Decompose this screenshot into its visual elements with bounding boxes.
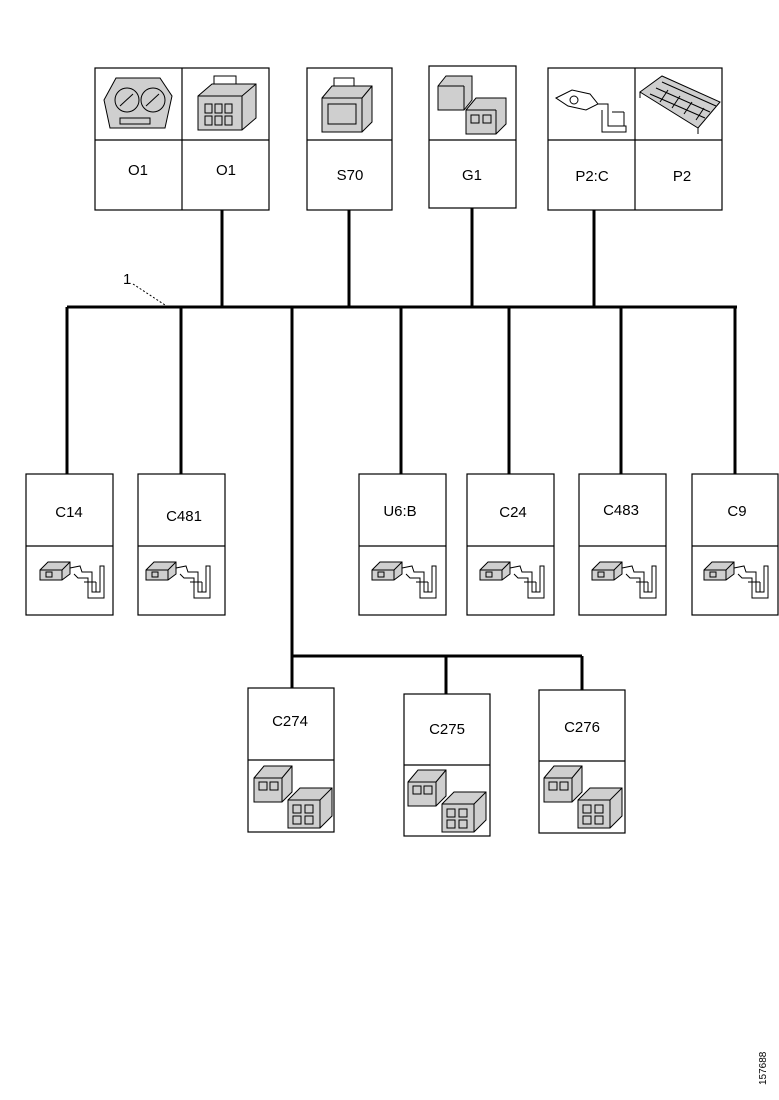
label-p2c: P2:C [575,168,609,185]
label-c275: C275 [429,721,465,738]
label-c274: C274 [272,713,308,730]
reference-number: 157688 [758,1051,769,1085]
label-o1-b: O1 [216,162,236,179]
component-c275: C275 [403,693,491,837]
component-o1-group: O1 O1 [94,67,270,211]
label-p2: P2 [673,168,691,185]
callout-leader [132,283,166,306]
callout-1: 1 [123,271,166,306]
panel-module-icon [639,75,721,134]
label-g1: G1 [462,167,482,184]
component-c274: C274 [247,687,335,833]
component-c481: C481 [137,473,226,616]
cluster-gauge-icon [103,77,173,129]
label-c9: C9 [727,503,746,520]
label-c276: C276 [564,719,600,736]
bracket-connector-icon [555,89,627,133]
label-u6b: U6:B [383,503,416,520]
switch-connector-icon [321,77,373,133]
label-s70: S70 [337,167,364,184]
multi-pin-connector-icon [197,75,257,131]
callout-number: 1 [123,271,131,288]
component-c24: C24 [466,473,555,616]
label-c481: C481 [166,508,202,525]
label-o1-a: O1 [128,162,148,179]
label-c24: C24 [499,504,527,521]
component-u6b: U6:B [358,473,447,616]
component-p2-group: P2:C P2 [547,67,723,211]
label-c14: C14 [55,504,83,521]
component-c276: C276 [538,689,626,834]
component-c9: C9 [691,473,779,616]
wire-network [65,208,737,694]
paired-connector-icon [437,75,507,135]
component-c14: C14 [25,473,114,616]
component-s70: S70 [306,67,393,211]
label-c483: C483 [603,502,639,519]
component-g1: G1 [428,65,517,209]
component-c483: C483 [578,473,667,616]
